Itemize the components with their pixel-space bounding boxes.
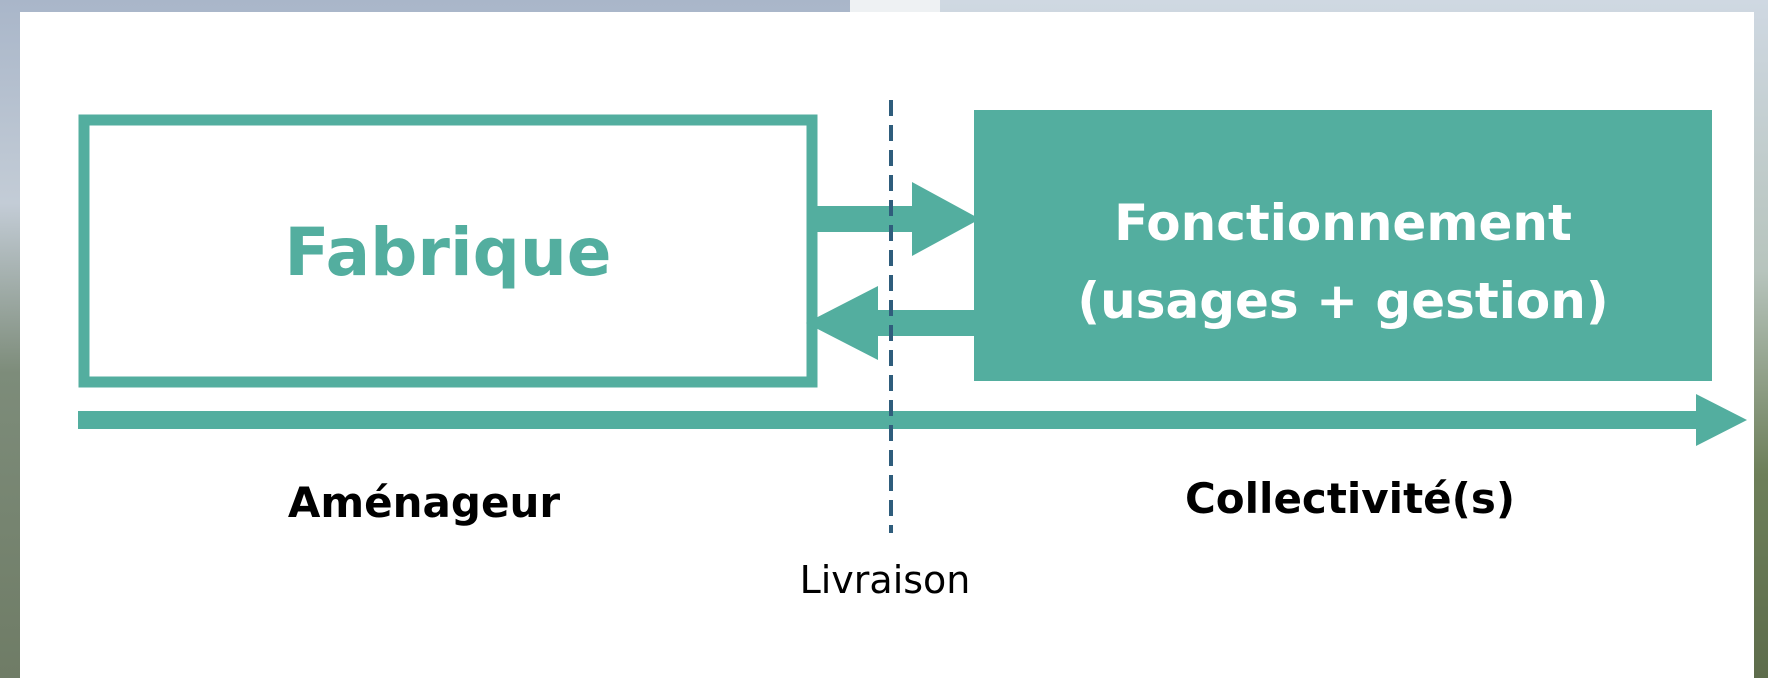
fabrique-title: Fabrique bbox=[284, 214, 612, 291]
amenageur-label: Aménageur bbox=[287, 478, 561, 527]
fonctionnement-title-line2: (usages + gestion) bbox=[1077, 272, 1609, 330]
fonctionnement-title: Fonctionnement (usages + gestion) bbox=[974, 184, 1712, 340]
fonctionnement-title-line1: Fonctionnement bbox=[1114, 194, 1572, 252]
livraison-label: Livraison bbox=[799, 558, 971, 602]
timeline-arrow bbox=[78, 394, 1747, 446]
fabrique-box bbox=[78, 114, 818, 388]
collectivite-label: Collectivité(s) bbox=[1184, 474, 1516, 523]
arrow-to-fonctionnement bbox=[812, 182, 980, 256]
arrow-to-fabrique bbox=[806, 286, 974, 360]
fonctionnement-box bbox=[974, 110, 1712, 381]
